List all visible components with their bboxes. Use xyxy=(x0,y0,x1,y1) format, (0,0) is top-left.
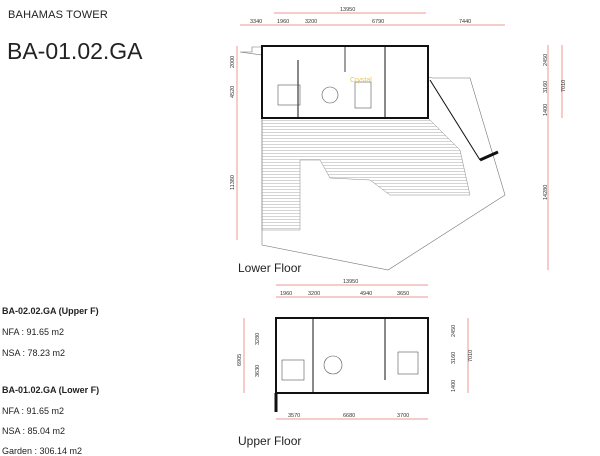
dimension-label: 1960 xyxy=(277,19,289,25)
upper-spec-title: BA-02.02.GA (Upper F) xyxy=(2,306,99,316)
dimension-label: 7440 xyxy=(459,19,471,25)
upper-building xyxy=(275,317,429,394)
dimension-label: 3700 xyxy=(397,413,409,419)
dimension-label: 4520 xyxy=(230,86,236,98)
dimension-label: 3340 xyxy=(250,19,262,25)
dimension-label: 3630 xyxy=(255,365,261,377)
dimension-label: 3650 xyxy=(397,291,409,297)
dimension-label: 14280 xyxy=(543,185,549,200)
dimension-label: 3160 xyxy=(543,81,549,93)
terrace xyxy=(261,117,471,231)
lower-dim-total: 13950 xyxy=(340,7,355,13)
dimension-label: 2000 xyxy=(230,56,236,68)
dimension-label: 6790 xyxy=(372,19,384,25)
dimension-label: 3200 xyxy=(308,291,320,297)
dimension-label: 3570 xyxy=(288,413,300,419)
dimension-label: 2450 xyxy=(451,325,457,337)
lower-floor-plan: Crystal 13950 3340 1960 3200 6790 7440 2… xyxy=(230,7,567,271)
dimension-label: 6680 xyxy=(343,413,355,419)
dimension-label: 3160 xyxy=(451,352,457,364)
dimension-label: 1400 xyxy=(543,104,549,116)
lower-nfa: NFA : 91.65 m2 xyxy=(2,406,65,416)
watermark: Crystal xyxy=(350,77,372,84)
lower-floor-label: Lower Floor xyxy=(238,261,302,275)
project-name: BAHAMAS TOWER xyxy=(8,9,108,21)
lower-nsa: NSA : 85.04 m2 xyxy=(2,426,66,436)
dimension-label: 6905 xyxy=(237,354,243,366)
dimension-label: 7010 xyxy=(468,350,474,362)
dimension-label: 7010 xyxy=(561,80,567,92)
lower-garden: Garden : 306.14 m2 xyxy=(2,446,83,456)
garden-boundary xyxy=(239,46,506,271)
upper-nsa: NSA : 78.23 m2 xyxy=(2,348,66,358)
dimension-label: 2450 xyxy=(543,54,549,66)
dimension-label: 4940 xyxy=(360,291,372,297)
dimension-label: 3200 xyxy=(305,19,317,25)
upper-floor-label: Upper Floor xyxy=(238,434,302,448)
unit-code: BA-01.02.GA xyxy=(7,38,143,64)
dimension-label: 1400 xyxy=(451,380,457,392)
dimension-label: 3280 xyxy=(255,333,261,345)
upper-floor-plan: 13950 1960 3200 4940 3650 3570 6680 3700… xyxy=(237,279,474,420)
dimension-label: 13950 xyxy=(343,279,358,285)
dimension-label: 11380 xyxy=(230,175,236,190)
lower-spec-title: BA-01.02.GA (Lower F) xyxy=(2,385,100,395)
dimension-label: 1960 xyxy=(280,291,292,297)
upper-nfa: NFA : 91.65 m2 xyxy=(2,327,65,337)
